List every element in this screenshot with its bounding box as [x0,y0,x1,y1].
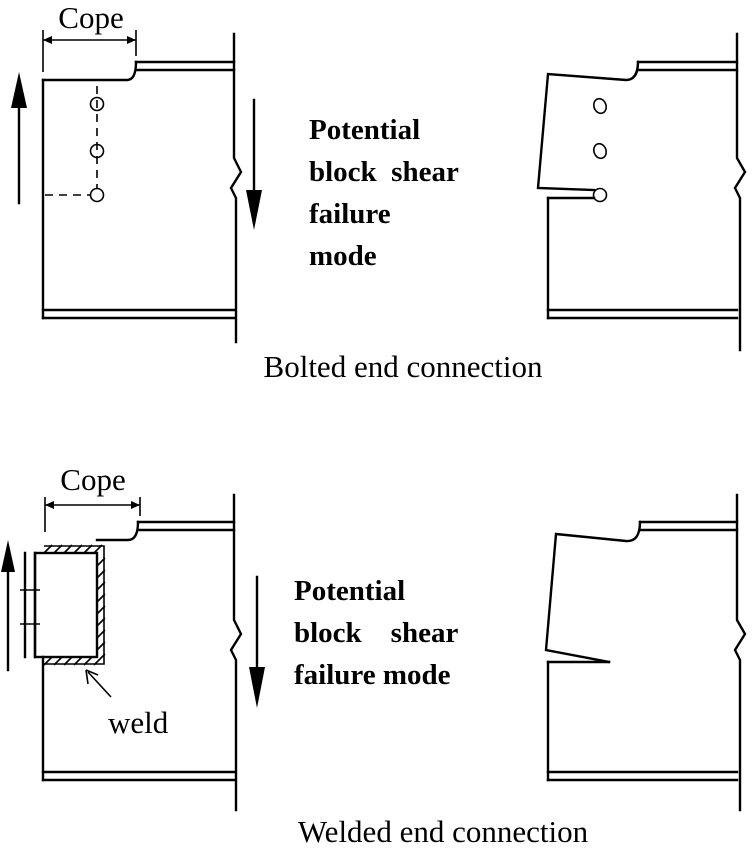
weld-hatch [43,544,106,666]
bolted-torn-block [536,60,640,192]
welded-caption: Welded end connection [298,814,589,848]
welded-right-column-line [733,493,747,812]
welded-mode-line: block shear [294,617,458,649]
bolted-failed-beam [536,32,747,352]
bolted-mode-line: Potential [309,114,420,146]
bolted-right-top-flange [636,60,739,72]
bolted-cope-label: Cope [58,0,123,35]
bolted-mode-line: failure [309,198,391,230]
bolted-mode-text: Potential block shear failure mode [309,114,459,272]
welded-torn-block [544,520,642,664]
welded-intact-beam [1,493,243,812]
welded-left-top-flange [136,520,236,532]
welded-up-arrow-head [1,540,15,572]
bolt-hole [592,187,608,203]
weld-pointer-head [85,669,99,685]
welded-mode-line: Potential [294,575,405,607]
bolted-up-arrow-head [11,72,27,108]
welded-down-arrow-head [249,667,265,708]
bolted-right-bottom-flange [546,308,739,320]
bolted-intact-beam [11,30,243,344]
welded-left-column-line [229,493,243,812]
bolt-hole [593,142,607,160]
bolted-left-column-line [229,32,243,344]
bolted-cope-dimension [42,30,137,72]
bolted-caption: Bolted end connection [264,349,543,384]
welded-plate-bolt-marks [20,589,40,625]
welded-plate-edge [23,551,37,659]
welded-cope-label: Cope [60,462,125,497]
weld-pointer [87,671,112,698]
bolted-left-cope-notch [41,60,138,82]
bolt-hole [89,96,105,112]
bolted-down-arrow-head [246,190,262,230]
weld-label: weld [108,705,169,740]
welded-right-top-flange [638,520,739,532]
bolt-hole [89,187,105,203]
welded-down-arrow [249,575,265,708]
bolt-hole [593,97,607,115]
welded-right-bottom-flange [546,770,739,782]
weld-outline [44,545,105,665]
bolted-right-column-line [733,32,747,352]
welded-cope-dimension [44,497,141,532]
welded-connection-plate [33,551,99,659]
welded-mode-line: failure mode [294,659,451,691]
bolted-left-top-flange [134,60,236,72]
welded-left-cope-notch [95,520,140,542]
bolted-mode-line: block shear [309,156,459,188]
bolted-mode-line: mode [309,240,377,272]
bolted-dashed-failure-path [45,86,98,196]
welded-mode-text: Potential block shear failure mode [294,575,458,691]
bolted-left-bottom-flange [41,308,236,320]
welded-left-bottom-flange [41,770,236,782]
bolted-down-arrow [246,98,262,230]
welded-failed-beam [544,493,747,812]
